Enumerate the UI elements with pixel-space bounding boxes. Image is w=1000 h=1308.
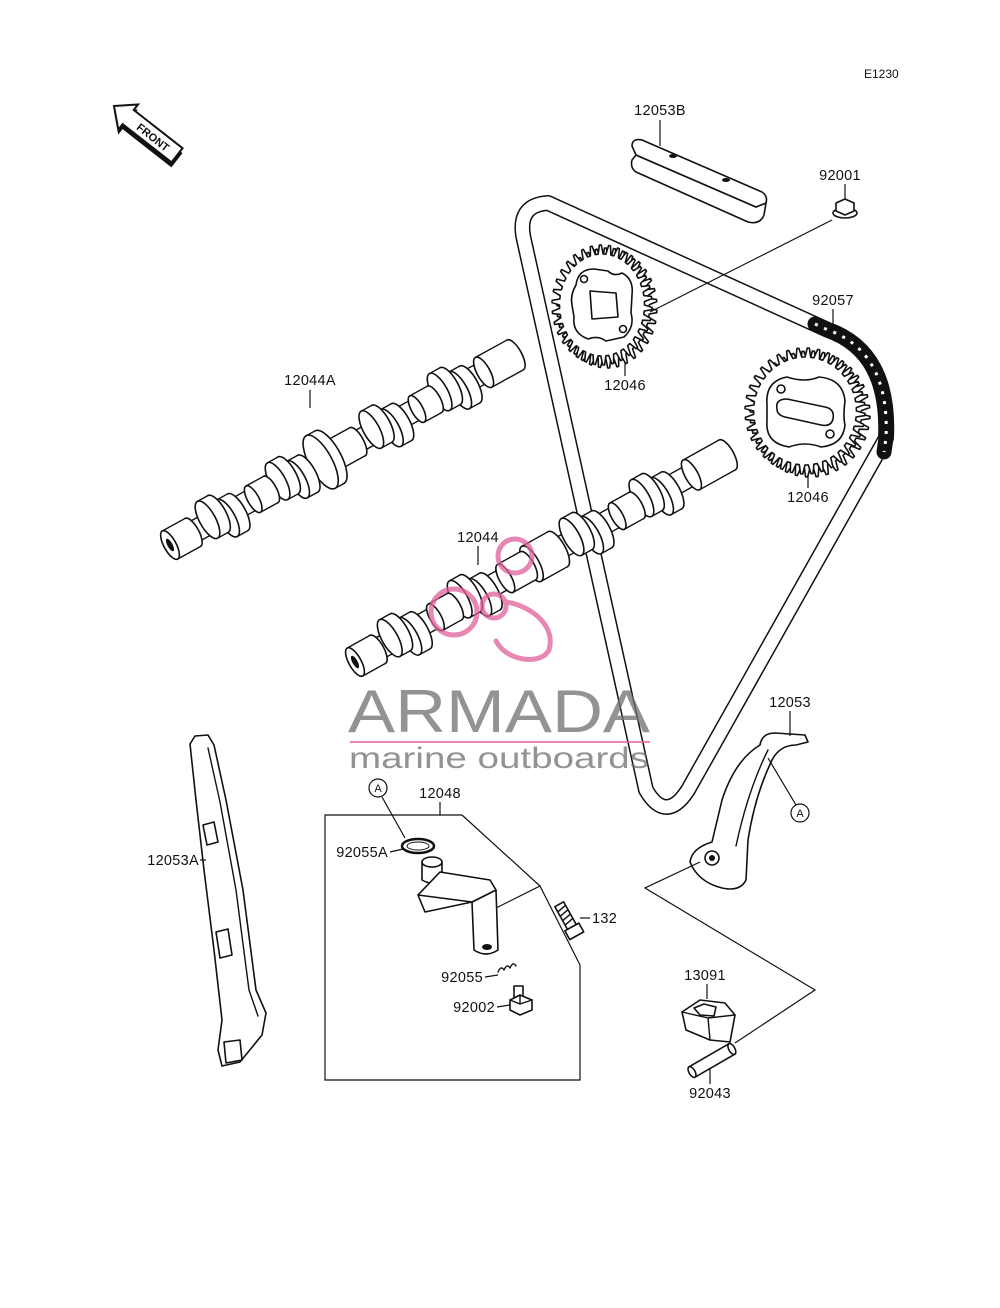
reference-marker-a-guide: A [767, 757, 810, 823]
o-ring-small [497, 963, 517, 973]
tensioner-cap-bolt [509, 985, 533, 1016]
sprocket-bolt-hole [776, 384, 786, 394]
diagram-code: E1230 [864, 67, 899, 81]
callout-chain-guide-tensioner[interactable]: 12053 [769, 695, 811, 736]
callout-chain-guide-top[interactable]: 12053B [634, 103, 686, 146]
sprocket-bolt [649, 198, 858, 313]
sprocket-bolt-hole [618, 324, 628, 334]
callout-label[interactable]: 12044A [284, 373, 336, 389]
watermark-logo: ARMADA marine outboards [348, 536, 650, 775]
callout-guide-pin[interactable]: 92043 [689, 1068, 731, 1102]
callout-label[interactable]: 92057 [812, 293, 854, 309]
camshaft-intake [344, 438, 739, 678]
cam-journal [607, 491, 647, 531]
callout-camshaft-exhaust[interactable]: 12044A [284, 373, 336, 408]
callout-sprocket-upper[interactable]: 12046 [604, 362, 646, 394]
sprocket-cutout [589, 290, 619, 320]
callout-label[interactable]: 92055A [336, 845, 388, 861]
sprocket-bolt-hole [825, 429, 835, 439]
chain-guide-left [189, 734, 267, 1067]
camshaft-sprocket-upper [551, 244, 658, 369]
marker-label: A [374, 783, 382, 795]
callout-label[interactable]: 12053A [147, 853, 199, 869]
callout-chain-guide-left[interactable]: 12053A [147, 853, 206, 869]
callout-o-ring-large[interactable]: 92055A [336, 845, 404, 861]
callout-label[interactable]: 12046 [604, 378, 646, 394]
callout-tensioner-mounting-bolt[interactable]: 132 [580, 911, 617, 927]
callout-chain-tensioner[interactable]: 12048 [419, 786, 461, 815]
callout-label[interactable]: 92043 [689, 1086, 731, 1102]
logo-propeller-icon [428, 536, 553, 662]
camshaft-end-hole [165, 538, 175, 552]
sprocket-hub [570, 268, 634, 342]
guide-link-lines [643, 861, 817, 1044]
reference-marker-a-tensioner: A [368, 778, 406, 839]
cam-journal [472, 338, 526, 389]
callout-label[interactable]: 12044 [457, 530, 499, 546]
cam-lobe [264, 455, 302, 501]
watermark-brand: ARMADA [348, 678, 650, 745]
cam-journal [425, 592, 465, 632]
camshaft-end-hole [350, 655, 360, 669]
chain-guide-top [630, 138, 768, 224]
callout-sprocket-bolt[interactable]: 92001 [819, 168, 861, 199]
callout-label[interactable]: 12053B [634, 103, 686, 119]
cam-journal [243, 475, 281, 514]
cam-lobe [358, 404, 395, 450]
guide-pin [687, 1042, 737, 1079]
tensioner-mounting-bolt [554, 901, 585, 941]
tensioner-assembly-bracket [324, 814, 581, 1081]
callout-label[interactable]: 12048 [419, 786, 461, 802]
callout-tensioner-cap-bolt[interactable]: 92002 [453, 1000, 511, 1016]
sprocket-cutout [775, 398, 835, 427]
watermark-tagline: marine outboards [349, 742, 649, 775]
guide-holder [681, 999, 736, 1043]
callout-guide-holder[interactable]: 13091 [684, 968, 726, 999]
callout-label[interactable]: 92055 [441, 970, 483, 986]
sprocket-bolt-hole [579, 274, 589, 284]
cam-journal [407, 385, 445, 424]
cam-journal [680, 438, 739, 491]
callout-camshaft-intake[interactable]: 12044 [457, 530, 499, 565]
cam-journal [159, 517, 203, 561]
callout-o-ring-small[interactable]: 92055 [441, 970, 499, 986]
callout-label[interactable]: 13091 [684, 968, 726, 984]
callout-label[interactable]: 92001 [819, 168, 861, 184]
callout-label[interactable]: 132 [592, 911, 617, 927]
callout-label[interactable]: 12053 [769, 695, 811, 711]
camshaft-exhaust [159, 338, 526, 561]
callout-sprocket-lower[interactable]: 12046 [787, 474, 829, 506]
sprocket-hub [766, 376, 846, 448]
cam-chain-links-section [807, 316, 894, 460]
cam-journal [344, 634, 388, 678]
callout-label[interactable]: 92002 [453, 1000, 495, 1016]
marker-label: A [796, 808, 804, 820]
cam-lobe [426, 366, 464, 412]
callout-cam-chain[interactable]: 92057 [812, 293, 854, 324]
cam-lobe [558, 511, 596, 557]
o-ring-large [400, 837, 436, 855]
camshaft-sprocket-lower [744, 347, 871, 478]
chain-tensioner-body [417, 856, 499, 955]
cam-lobe [194, 494, 232, 540]
cam-lobe [376, 612, 414, 658]
callout-label[interactable]: 12046 [787, 490, 829, 506]
chain-guide-tensioner [689, 732, 809, 890]
